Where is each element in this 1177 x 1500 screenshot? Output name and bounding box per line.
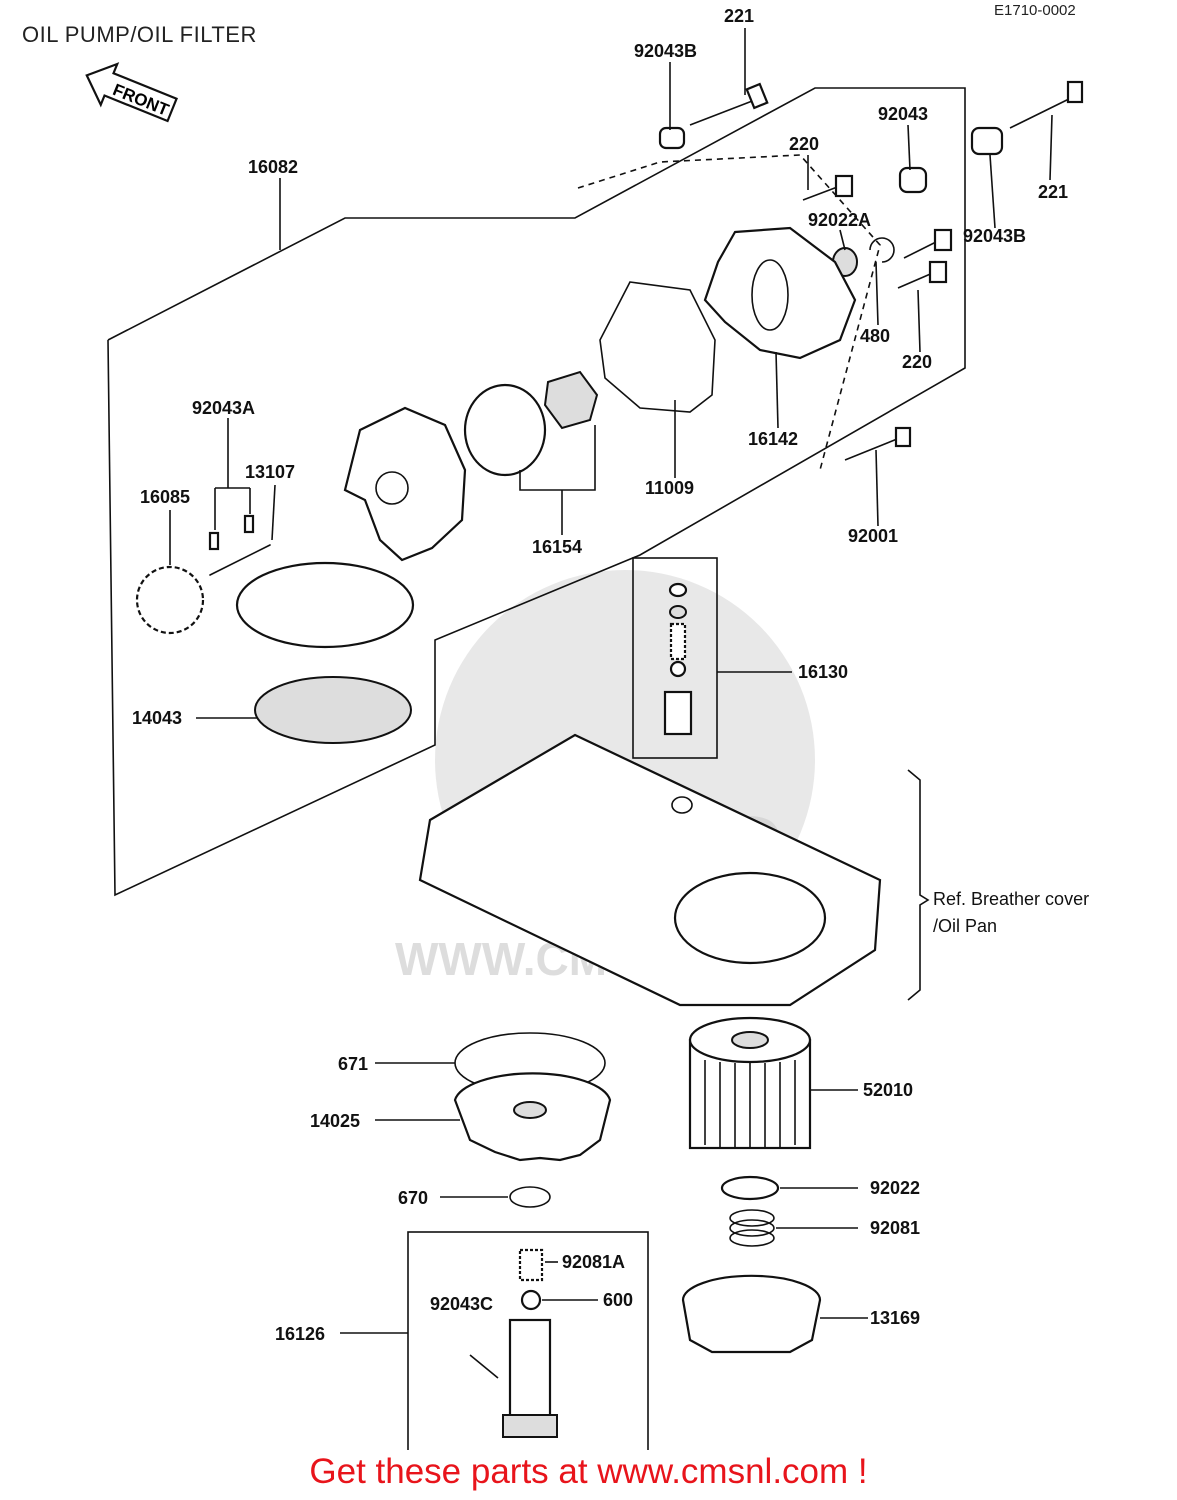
- label-221-top: 221: [724, 6, 754, 26]
- pump-cover-16142: [703, 226, 857, 360]
- circlip-480: [869, 237, 895, 263]
- bolt-220-top: [802, 174, 854, 201]
- label-221-right: 221: [1038, 182, 1068, 202]
- label-14043: 14043: [132, 708, 182, 728]
- ref-note-line1: Ref. Breather cover: [933, 889, 1089, 909]
- label-13107: 13107: [245, 462, 295, 482]
- relief-valve-parts: [663, 582, 693, 736]
- leader-lines: [169, 28, 1053, 1334]
- label-92001: 92001: [848, 526, 898, 546]
- spring-92081: [729, 1209, 775, 1247]
- oil-pan-port: [671, 796, 693, 814]
- front-arrow-icon: FRONT: [85, 62, 178, 123]
- washer-92022: [720, 1175, 780, 1201]
- label-220-top: 220: [789, 134, 819, 154]
- label-16126: 16126: [275, 1324, 325, 1344]
- page-title: OIL PUMP/OIL FILTER: [22, 22, 257, 47]
- dowel-92043b-right: [970, 126, 1004, 156]
- label-16142: 16142: [748, 429, 798, 449]
- filter-cover-13169: [681, 1274, 822, 1354]
- oil-pan-filter-seat: [673, 871, 827, 965]
- pump-body: [343, 406, 467, 562]
- label-14025: 14025: [310, 1111, 360, 1131]
- washer-670: [509, 1186, 551, 1208]
- bolt-guide-line: [577, 154, 881, 471]
- outer-rotor-16154: [463, 383, 547, 477]
- diagram-code: E1710-0002: [994, 2, 1076, 19]
- label-16130: 16130: [798, 662, 848, 682]
- bolt-92001: [844, 426, 912, 461]
- label-92043b-top: 92043B: [634, 41, 697, 61]
- shaft-13107: [209, 544, 271, 576]
- ring-14025-center: [513, 1101, 547, 1119]
- label-11009: 11009: [645, 478, 694, 498]
- relief-valve-box-16130: [632, 557, 718, 759]
- label-16085: 16085: [140, 487, 190, 507]
- ref-note-line2: /Oil Pan: [933, 916, 997, 936]
- bolt-221-top: [689, 82, 769, 126]
- label-92043c: 92043C: [430, 1294, 493, 1314]
- bypass-valve-box-16126: [407, 1231, 649, 1450]
- sprocket-16085: [135, 565, 205, 635]
- label-13169: 13169: [870, 1308, 920, 1328]
- label-670: 670: [398, 1188, 428, 1208]
- label-92022: 92022: [870, 1178, 920, 1198]
- screen-14043: [254, 676, 412, 744]
- strainer-housing: [235, 561, 415, 649]
- dowel-92043: [898, 166, 928, 194]
- label-671: 671: [338, 1054, 368, 1074]
- label-92043a: 92043A: [192, 398, 255, 418]
- dowel-92043b-top: [658, 126, 686, 150]
- pump-body-bore: [375, 471, 409, 505]
- label-16082: 16082: [248, 157, 298, 177]
- bolt-221-right: [1009, 80, 1084, 129]
- pump-cover-recess: [751, 259, 789, 331]
- bolt-220-right: [897, 228, 953, 289]
- footer-link-text[interactable]: Get these parts at www.cmsnl.com !: [309, 1452, 868, 1491]
- label-92081a: 92081A: [562, 1252, 625, 1272]
- label-92022a: 92022A: [808, 210, 871, 230]
- bypass-valve-parts: [469, 1248, 558, 1438]
- label-480: 480: [860, 326, 890, 346]
- ref-bracket: [907, 769, 930, 1001]
- label-600: 600: [603, 1290, 633, 1310]
- label-92081: 92081: [870, 1218, 920, 1238]
- gasket-11009: [599, 281, 716, 413]
- label-52010: 52010: [863, 1080, 913, 1100]
- pump-group-outline: [107, 87, 966, 897]
- pin-92043a-2: [243, 514, 255, 534]
- oil-filter-52010: [688, 1016, 812, 1150]
- label-16154: 16154: [532, 537, 582, 557]
- label-92043b-right: 92043B: [963, 226, 1026, 246]
- pin-92043a-1: [208, 531, 220, 551]
- inner-rotor-16154: [543, 370, 599, 430]
- label-220-right: 220: [902, 352, 932, 372]
- label-92043: 92043: [878, 104, 928, 124]
- exploded-parts-diagram: CMS WWW.CMSNL.COM FRONT: [85, 6, 1089, 1450]
